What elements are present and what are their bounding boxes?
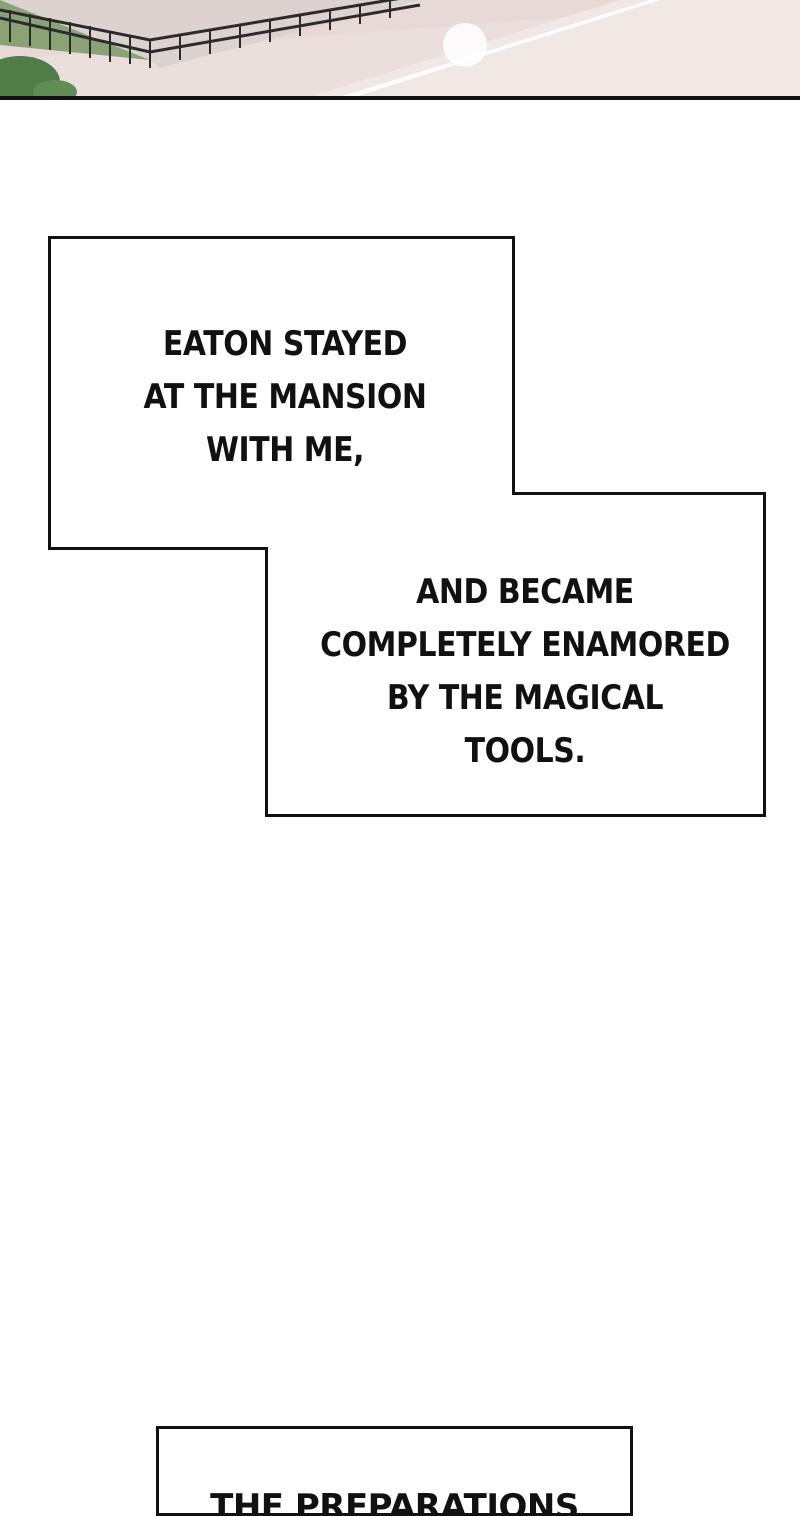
- caption-two-text: AND BECAME COMPLETELY ENAMORED BY THE MA…: [305, 566, 745, 778]
- courtyard-illustration: [0, 0, 800, 96]
- caption-line: AT THE MANSION: [143, 377, 427, 417]
- caption-line: WITH ME,: [205, 430, 365, 470]
- caption-line: TOOLS.: [464, 731, 586, 771]
- caption-line: THE PREPARATIONS: [210, 1487, 579, 1516]
- caption-three-text: THE PREPARATIONS: [159, 1481, 630, 1516]
- caption-line: EATON STAYED: [162, 324, 408, 364]
- caption-line: BY THE MAGICAL: [386, 678, 664, 718]
- caption-line: COMPLETELY ENAMORED: [320, 625, 730, 665]
- caption-line: AND BECAME: [416, 572, 634, 612]
- caption-one-text: EATON STAYED AT THE MANSION WITH ME,: [127, 318, 444, 477]
- stepped-narration-box: [48, 236, 766, 817]
- bottom-narration-box: THE PREPARATIONS: [156, 1426, 633, 1516]
- top-comic-panel: [0, 0, 800, 100]
